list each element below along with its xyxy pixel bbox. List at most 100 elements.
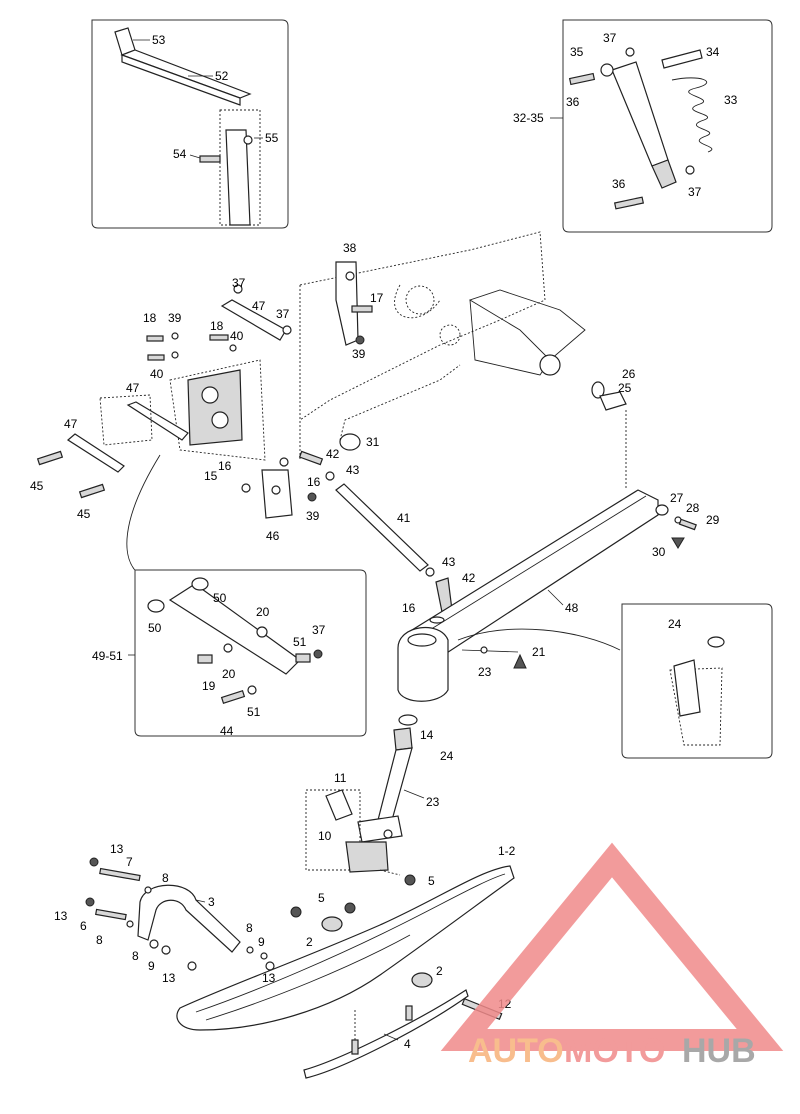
label-26: 26 — [622, 367, 636, 381]
label-16-arm: 16 — [402, 601, 416, 615]
label-19: 19 — [202, 679, 216, 693]
bushings-25-26: 26 25 — [591, 367, 636, 490]
label-48: 48 — [565, 601, 579, 615]
label-32-35: 32-35 — [513, 111, 544, 125]
label-2-upper: 2 — [306, 935, 313, 949]
label-47-lower: 47 — [64, 417, 78, 431]
label-36-top: 36 — [566, 95, 580, 109]
label-36-bottom: 36 — [612, 177, 626, 191]
label-23-spindle: 23 — [426, 795, 440, 809]
label-40-lower: 40 — [150, 367, 164, 381]
spindle-23: 14 24 23 11 10 — [305, 714, 454, 876]
watermark-moto: MOTO — [564, 1032, 665, 1070]
inset-link-49-51: 50 50 20 20 51 37 49-51 19 44 51 — [92, 569, 367, 738]
label-46: 46 — [266, 529, 280, 543]
label-43-upper: 43 — [346, 463, 360, 477]
label-30: 30 — [652, 545, 666, 559]
label-42-lower: 42 — [462, 571, 476, 585]
trailing-arm-48: 48 16 21 23 — [397, 489, 659, 702]
label-16-right: 16 — [307, 475, 321, 489]
label-18-center: 18 — [210, 319, 224, 333]
label-13-bottom: 13 — [162, 971, 176, 985]
label-25: 25 — [618, 381, 632, 395]
label-39-upper: 39 — [352, 347, 366, 361]
label-15: 15 — [204, 469, 218, 483]
label-14: 14 — [420, 728, 434, 742]
bracket-38: 38 17 39 — [335, 241, 384, 361]
hardware-27-30: 27 28 29 30 — [652, 491, 720, 559]
label-53: 53 — [152, 33, 166, 47]
label-18-left: 18 — [143, 311, 157, 325]
ski-loop-3: 3 13 7 8 13 6 8 8 8 9 9 13 13 — [54, 842, 276, 985]
label-1-2: 1-2 — [498, 844, 516, 858]
label-42-upper: 42 — [326, 447, 340, 461]
label-29: 29 — [706, 513, 720, 527]
label-38: 38 — [343, 241, 357, 255]
label-33: 33 — [724, 93, 738, 107]
label-40-upper: 40 — [230, 329, 244, 343]
label-39-left: 39 — [168, 311, 182, 325]
label-13-left: 13 — [54, 909, 68, 923]
chassis-frame — [299, 231, 586, 460]
label-24-inset: 24 — [668, 617, 682, 631]
label-28: 28 — [686, 501, 700, 515]
label-43-lower: 43 — [442, 555, 456, 569]
label-37-shock-bottom: 37 — [688, 185, 702, 199]
label-45-right: 45 — [77, 507, 91, 521]
label-8-right: 8 — [246, 921, 253, 935]
label-37-plate-left: 37 — [232, 276, 246, 290]
bracket-46: 15 16 16 39 46 — [204, 457, 321, 543]
tie-rod-upper-end: 31 42 43 — [298, 433, 380, 481]
inset-shock-32-35: 37 35 34 36 33 32-35 36 37 — [513, 19, 773, 233]
label-35: 35 — [570, 45, 584, 59]
label-9-right: 9 — [258, 935, 265, 949]
label-23-arm: 23 — [478, 665, 492, 679]
spring-33 — [671, 77, 713, 153]
label-50-right: 50 — [213, 591, 227, 605]
label-21: 21 — [532, 645, 546, 659]
label-47-middle: 47 — [126, 381, 140, 395]
label-31: 31 — [366, 435, 380, 449]
label-24-spindle: 24 — [440, 749, 454, 763]
label-50-left: 50 — [148, 621, 162, 635]
label-13-top: 13 — [110, 842, 124, 856]
label-37-plate-right: 37 — [276, 307, 290, 321]
label-52: 52 — [215, 69, 229, 83]
watermark-auto: AUTO — [468, 1032, 564, 1070]
label-49-51: 49-51 — [92, 649, 123, 663]
label-54: 54 — [173, 147, 187, 161]
label-44: 44 — [220, 724, 234, 738]
label-34: 34 — [706, 45, 720, 59]
automotohub-watermark: AUTO MOTO HUB — [440, 842, 784, 1070]
label-20-lower: 20 — [222, 667, 236, 681]
mounting-plates: 37 47 37 18 39 18 40 40 47 47 45 45 — [30, 276, 292, 576]
label-20-upper: 20 — [256, 605, 270, 619]
label-6: 6 — [80, 919, 87, 933]
label-2-lower: 2 — [436, 964, 443, 978]
label-51-right: 51 — [293, 635, 307, 649]
inset-bushing-24: 24 — [621, 603, 773, 759]
label-10: 10 — [318, 829, 332, 843]
label-41: 41 — [397, 511, 411, 525]
label-7: 7 — [126, 855, 133, 869]
watermark-hub: HUB — [682, 1032, 756, 1070]
label-47-top: 47 — [252, 299, 266, 313]
wear-bar-4: 4 — [303, 989, 469, 1079]
label-9-bottom: 9 — [148, 959, 155, 973]
label-55: 55 — [265, 131, 279, 145]
label-45-left: 45 — [30, 479, 44, 493]
watermark-triangle-icon — [440, 842, 784, 1051]
label-39-lower: 39 — [306, 509, 320, 523]
label-27: 27 — [670, 491, 684, 505]
label-4: 4 — [404, 1037, 411, 1051]
label-8-bottom: 8 — [132, 949, 139, 963]
label-5-right: 5 — [428, 874, 435, 888]
label-11: 11 — [334, 771, 347, 785]
label-5-left: 5 — [318, 891, 325, 905]
label-17: 17 — [370, 291, 384, 305]
label-8-left: 8 — [96, 933, 103, 947]
inset-bracket-52-55: 53 52 54 55 — [91, 19, 289, 229]
label-8-top: 8 — [162, 871, 169, 885]
label-37-top: 37 — [603, 31, 617, 45]
